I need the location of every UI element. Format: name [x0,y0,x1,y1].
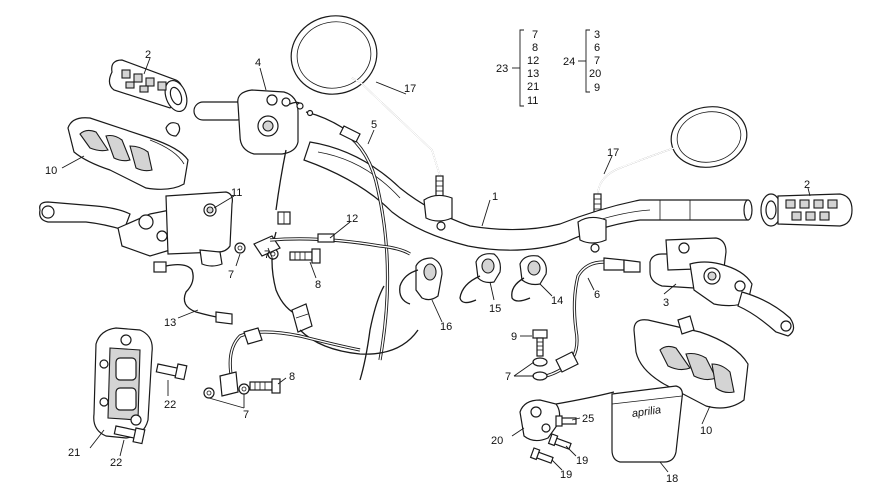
washer [238,383,250,395]
callout-label: 10 [700,425,712,437]
parts-bag: aprilia [611,385,683,463]
stop-switch [511,255,547,302]
washer [234,242,246,254]
callout-label: 20 [491,435,503,447]
callout-label: 5 [371,119,377,131]
callout-label: 17 [404,83,416,95]
clutch-cable [359,285,385,381]
left-mirror-clamp [423,194,453,231]
left-handguard [67,117,189,190]
right-master-cylinder [649,237,753,307]
right-mirror-clamp [577,216,607,253]
throttle-cable [305,109,390,361]
kit-item: 13 [527,68,539,80]
banjo-bolt [249,378,281,394]
switch-button [459,253,501,304]
caliper-bolt [113,425,146,445]
callout-label: 3 [663,297,669,309]
callout-label: 7 [228,269,234,281]
brake-caliper [93,327,153,439]
bracket-screw [529,447,554,464]
reservoir-bolt [532,329,548,357]
callout-label: 1 [492,191,498,203]
left-lever [39,201,131,231]
lower-brake-hose [219,327,361,397]
kit-item: 7 [532,29,538,41]
callout-numbers: 2 4 17 5 1 17 2 10 11 12 7 7 8 13 16 15 … [45,49,810,485]
kit-item: 3 [594,29,600,41]
kit-item: 12 [527,55,539,67]
callout-label: 25 [582,413,594,425]
callout-label: 10 [45,165,57,177]
right-grip [760,193,853,227]
callout-label: 8 [315,279,321,291]
callout-label: 12 [346,213,358,225]
callout-label: 19 [576,455,588,467]
left-grip [108,59,188,113]
callout-label: 2 [145,49,151,61]
left-master-cylinder [117,191,233,267]
kit-23-label: 23 [496,63,508,75]
leader-lines [61,57,811,473]
kit-23-list: 23 7 8 12 13 21 11 [496,29,539,107]
kit-item: 9 [594,82,600,94]
callout-label: 21 [68,447,80,459]
washer [532,357,548,367]
switch-connector [291,303,313,333]
callout-label: 4 [255,57,261,69]
callout-label: 11 [231,187,242,199]
bracket-screw [555,415,577,427]
kit-item: 8 [532,42,538,54]
bag-logo-text: aprilia [631,404,662,420]
callout-label: 18 [666,473,678,485]
callout-label: 7 [264,249,270,261]
kit-item: 21 [527,81,539,93]
right-handguard [633,315,749,409]
kit-item: 20 [589,68,601,80]
callout-label: 22 [164,399,176,411]
callout-label: 7 [505,371,511,383]
kit-item: 7 [594,55,600,67]
kit-item: 11 [527,95,538,107]
start-switch [399,257,443,305]
caliper-bolt [155,363,188,381]
left-switch-throttle [193,89,304,225]
reservoir-bracket [519,391,615,442]
kit-24-bracket [578,29,590,93]
kit-23-bracket [512,29,524,107]
callout-label: 9 [511,331,517,343]
callout-label: 2 [804,179,810,191]
washer [203,387,215,399]
left-mirror [290,15,444,201]
callout-label: 8 [289,371,295,383]
brake-switch-wire [153,261,233,325]
front-brake-hose [253,233,411,257]
bracket-screw [547,433,572,450]
right-lever [737,291,795,337]
right-brake-hose [545,257,641,378]
callout-label: 7 [243,409,249,421]
washer [532,371,548,381]
callout-label: 22 [110,457,122,469]
kit-24-label: 24 [563,56,575,68]
callout-label: 19 [560,469,572,481]
right-mirror [593,106,748,217]
callout-label: 13 [164,317,176,329]
callout-label: 17 [607,147,619,159]
callout-label: 14 [551,295,563,307]
callout-label: 16 [440,321,452,333]
callout-label: 15 [489,303,501,315]
banjo-bolt [289,248,321,264]
callout-label: 6 [594,289,600,301]
kit-item: 6 [594,42,600,54]
left-grip-clip [165,122,181,137]
kit-24-list: 24 3 6 7 20 9 [563,29,601,94]
